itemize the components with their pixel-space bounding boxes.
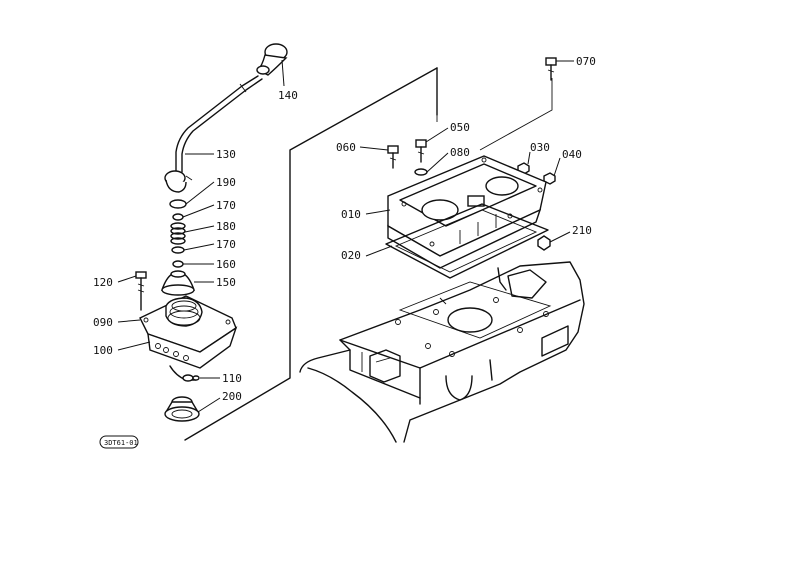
part-050-bolt [415,139,427,163]
explode-frame-lines [184,67,553,441]
callout-170-upper: 170 [216,199,236,212]
part-010-cover [387,155,547,269]
callout-020: 020 [341,249,361,262]
callout-210: 210 [572,224,592,237]
part-020-gasket [385,203,549,279]
part-170-washer-upper [172,213,184,221]
callout-150: 150 [216,276,236,289]
part-110-pin [182,374,200,382]
part-150-boot [161,270,195,296]
part-160-ring [172,260,184,268]
top-cover-assembly [385,57,557,279]
callout-labels: 070 140 130 190 170 180 170 160 150 120 … [93,55,596,403]
callout-170-lower: 170 [216,238,236,251]
callout-040: 040 [562,148,582,161]
callout-100: 100 [93,344,113,357]
callout-050: 050 [450,121,470,134]
callout-080: 080 [450,146,470,159]
callout-090: 090 [93,316,113,329]
part-080-washer [414,168,428,176]
figure-code: 3DT61-01 [104,439,138,447]
part-120-bolt [135,271,147,311]
callout-120: 120 [93,276,113,289]
part-060-bolt [387,145,399,169]
transmission-case [299,261,585,443]
part-180-spring [170,222,186,245]
callout-010: 010 [341,208,361,221]
leader-lines [117,59,574,413]
callout-070: 070 [576,55,596,68]
cover-port-left [421,199,459,221]
callout-110: 110 [222,372,242,385]
lever-knob [256,43,288,76]
part-190-ring [169,199,187,209]
callout-140: 140 [278,89,298,102]
lever-shaft [175,75,263,173]
callout-180: 180 [216,220,236,233]
part-200-boot [164,396,200,422]
callout-160: 160 [216,258,236,271]
shift-lever-assembly [135,43,288,422]
part-070-bolt [545,57,557,81]
figure-code-badge: 3DT61-01 [99,435,139,449]
cover-port-right [485,176,519,196]
part-170-washer-lower [171,246,185,254]
lever-ball [164,170,193,193]
callout-200: 200 [222,390,242,403]
callout-060: 060 [336,141,356,154]
callout-190: 190 [216,176,236,189]
callout-030: 030 [530,141,550,154]
callout-130: 130 [216,148,236,161]
part-210-plug [537,235,551,251]
